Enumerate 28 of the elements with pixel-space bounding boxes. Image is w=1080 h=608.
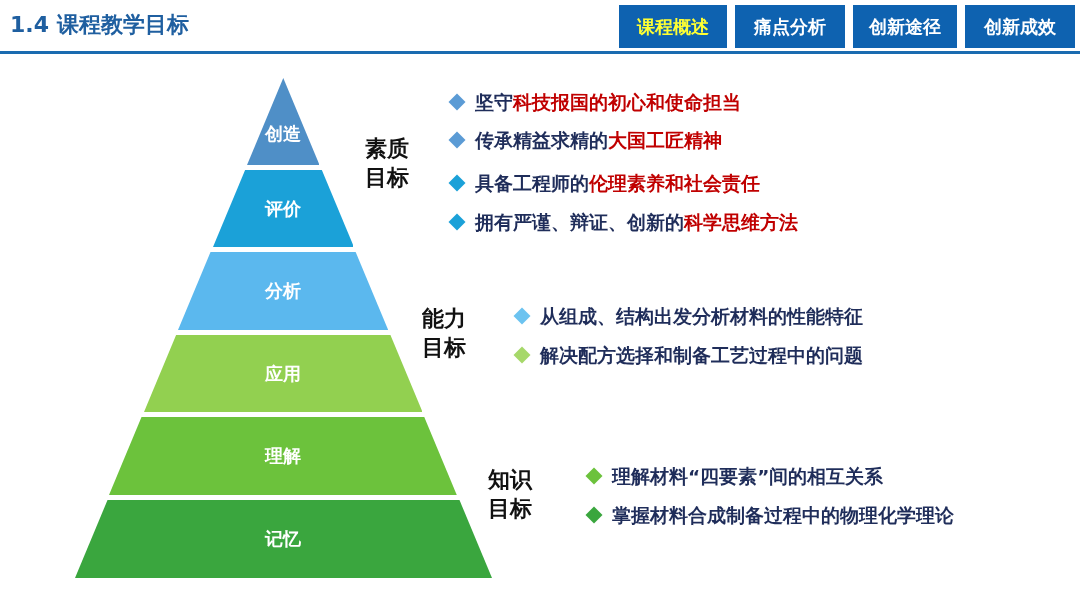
goal-heading: 知识目标 [488,466,532,523]
pyramid-level [74,500,492,578]
pyramid-level [246,78,320,165]
pyramid-level [143,335,423,412]
bullet-text: 具备工程师的伦理素养和社会责任 [475,171,760,196]
pyramid-level [109,417,457,495]
bullet-text: 从组成、结构出发分析材料的性能特征 [540,304,863,329]
nav-tab: 创新途径 [853,5,957,48]
pyramid-level [212,170,354,247]
bullet-text: 解决配方选择和制备工艺过程中的问题 [540,343,863,368]
bullet-text: 掌握材料合成制备过程中的物理化学理论 [612,503,954,528]
bullet-text: 坚守科技报国的初心和使命担当 [475,90,741,115]
bullet-text: 传承精益求精的大国工匠精神 [475,128,722,153]
level-label: 记忆 [265,527,301,551]
bullet-text: 拥有严谨、辩证、创新的科学思维方法 [475,210,798,235]
level-label: 评价 [265,196,301,221]
nav-tab: 课程概述 [619,5,727,48]
pyramid-level [177,252,389,330]
slide-title: 1.4 课程教学目标 [10,11,189,39]
nav-tab: 创新成效 [965,5,1075,48]
goal-heading: 素质目标 [365,135,409,192]
bullet-text: 理解材料“四要素”间的相互关系 [612,464,884,489]
nav-tab: 痛点分析 [735,5,845,48]
level-label: 分析 [265,279,301,303]
level-label: 应用 [265,361,301,386]
goal-heading: 能力目标 [422,305,466,362]
level-label: 创造 [265,121,301,146]
level-label: 理解 [265,444,301,468]
